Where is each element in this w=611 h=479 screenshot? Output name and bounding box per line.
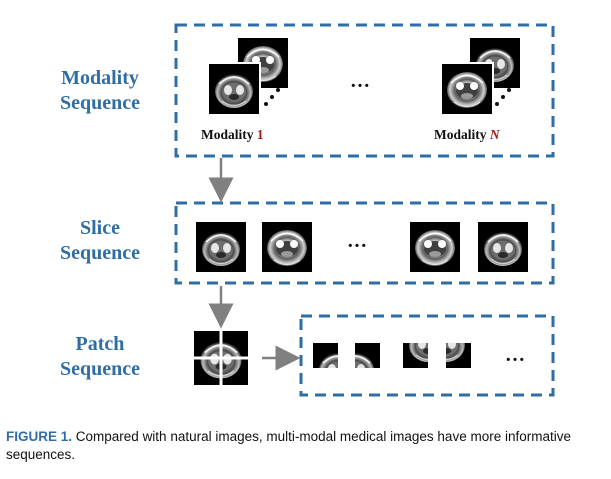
modality-label-line2: Sequence	[60, 92, 140, 114]
modality-1-index: 1	[256, 127, 264, 142]
modality-n-prefix: Modality	[434, 127, 487, 142]
slice-ellipsis: …	[347, 230, 368, 252]
modality-ellipsis: …	[350, 70, 371, 92]
diagram-graphics	[174, 23, 555, 397]
modality-1-prefix: Modality	[201, 127, 254, 142]
figure-caption: FIGURE 1. Compared with natural images, …	[6, 428, 606, 464]
patch-label-line1: Patch	[75, 333, 125, 355]
patch-label-line2: Sequence	[60, 358, 140, 380]
slice-image-3	[409, 221, 461, 273]
caption-label: FIGURE 1.	[6, 429, 73, 444]
patch-ellipsis: …	[505, 344, 526, 366]
slice-image-2	[261, 221, 313, 273]
modality-n-label: Modality N	[434, 127, 500, 143]
modality-label-line1: Modality	[61, 67, 139, 89]
patch-sequence-box	[299, 314, 555, 397]
caption-text: Compared with natural images, multi-moda…	[6, 429, 571, 462]
slice-label-line2: Sequence	[60, 242, 140, 264]
patch-3	[403, 343, 428, 368]
modality-n-index: N	[489, 127, 500, 142]
modality-n-stack-dots	[495, 88, 511, 106]
slice-image-1	[195, 221, 247, 273]
modality-sequence-label: Modality Sequence	[20, 66, 180, 116]
slice-image-4	[477, 221, 529, 273]
slice-label-line1: Slice	[80, 217, 120, 239]
modality-sequence-box	[174, 23, 555, 158]
patch-sequence-label: Patch Sequence	[20, 332, 180, 382]
slice-sequence-label: Slice Sequence	[20, 216, 180, 266]
modality-1-label: Modality 1	[201, 127, 264, 143]
patch-source-image	[193, 330, 249, 386]
slice-sequence-box	[174, 201, 555, 285]
modality-1-scan-front	[207, 62, 261, 115]
modality-1-stack-dots	[264, 88, 280, 106]
modality-n-scan-front	[440, 62, 494, 115]
patch-4	[446, 343, 471, 368]
